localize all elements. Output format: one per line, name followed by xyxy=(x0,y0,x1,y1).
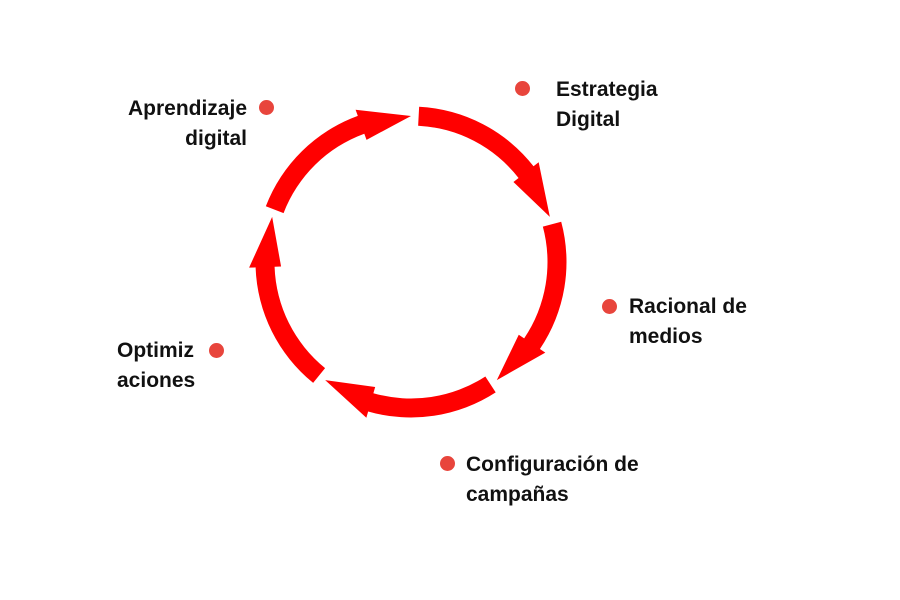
stage-label-configuracion-line-1: Configuración de xyxy=(466,453,639,476)
stage-label-optimizaciones-line-1: Optimiz xyxy=(117,339,194,362)
cycle-arrow-optimizaciones xyxy=(249,216,326,383)
bullet-estrategia xyxy=(515,81,530,96)
stage-label-aprendizaje-line-1: Aprendizaje xyxy=(127,97,247,120)
cycle-arrow-configuracion xyxy=(325,376,496,418)
stage-label-configuracion-line-2: campañas xyxy=(466,483,569,506)
cycle-arrow-racional xyxy=(496,221,567,381)
bullet-configuracion xyxy=(440,456,455,471)
bullet-aprendizaje xyxy=(259,100,274,115)
stage-label-configuracion: Configuración de campañas xyxy=(466,450,639,510)
stage-label-aprendizaje: Aprendizaje digital xyxy=(128,94,247,154)
stage-label-estrategia-line-1: Estrategia xyxy=(556,78,658,101)
stage-label-estrategia-line-2: Digital xyxy=(556,108,621,131)
cycle-arrow-estrategia xyxy=(418,106,550,217)
stage-label-optimizaciones: Optimiz aciones xyxy=(117,336,195,396)
stage-label-optimizaciones-line-2: aciones xyxy=(117,369,196,392)
stage-label-racional: Racional de medios xyxy=(629,292,747,352)
stage-label-estrategia: Estrategia Digital xyxy=(556,75,658,135)
bullet-optimizaciones xyxy=(209,343,224,358)
cycle-arrow-aprendizaje xyxy=(265,109,411,214)
stage-label-racional-line-1: Racional de xyxy=(629,295,747,318)
stage-label-aprendizaje-line-2: digital xyxy=(185,127,247,150)
bullet-racional xyxy=(602,299,617,314)
stage-label-racional-line-2: medios xyxy=(629,325,703,348)
